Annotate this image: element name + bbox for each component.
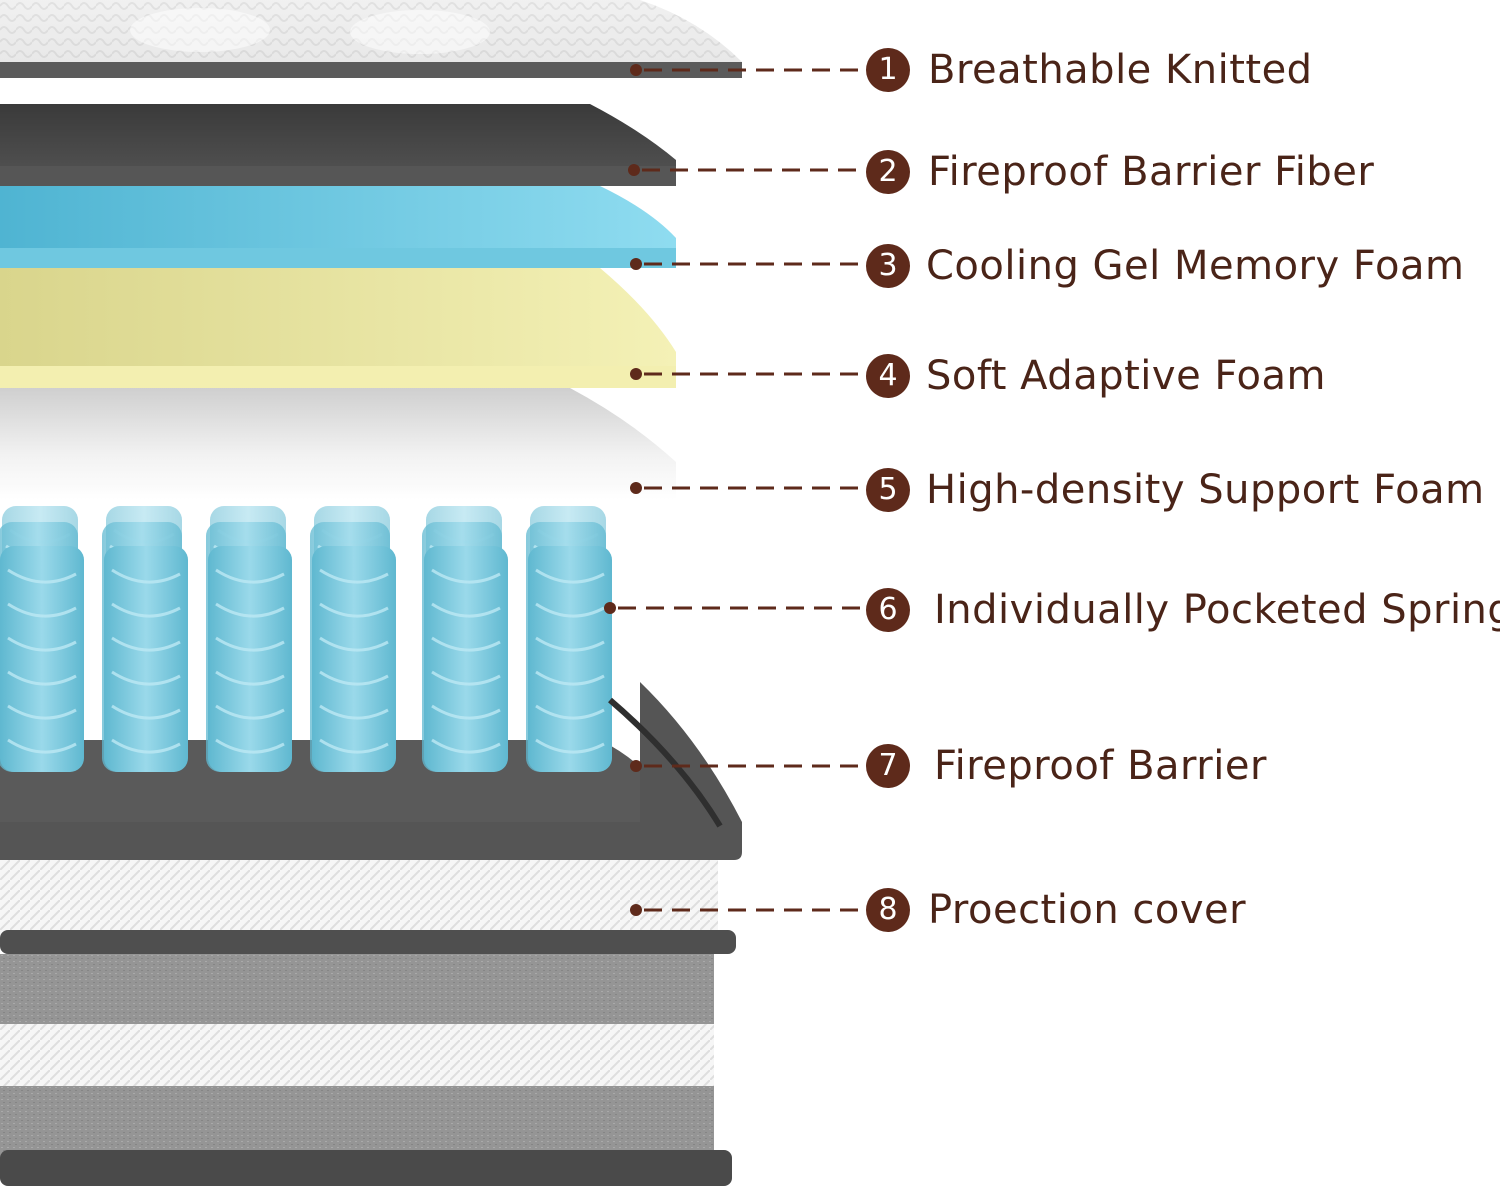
leader-line [604, 602, 866, 614]
layer-label-5: 5 High-density Support Foam [0, 460, 1500, 520]
leader-lines [604, 64, 866, 916]
layer-name: Individually Pocketed Spring [934, 587, 1500, 633]
number-badge: 7 [866, 744, 910, 788]
layer-label-4: 4 Soft Adaptive Foam [0, 346, 1500, 406]
layer-name: Breathable Knitted [928, 47, 1313, 93]
number-badge: 2 [866, 150, 910, 194]
layer-label-6: 6 Individually Pocketed Spring [0, 580, 1500, 640]
layer-name: Cooling Gel Memory Foam [926, 243, 1465, 289]
leader-line [630, 64, 866, 76]
layer-label-3: 3 Cooling Gel Memory Foam [0, 236, 1500, 296]
layer-8-protection-cover [0, 682, 742, 1186]
number-badge: 6 [866, 588, 910, 632]
spring-pocket [424, 546, 508, 772]
layer-name: Fireproof Barrier [934, 743, 1267, 789]
leader-line [630, 258, 866, 270]
number-badge: 5 [866, 468, 910, 512]
leader-line [630, 760, 866, 772]
spring-pocket [104, 546, 188, 772]
layer-label-7: 7 Fireproof Barrier [0, 736, 1500, 796]
spring-pocket [312, 546, 396, 772]
number-badge: 8 [866, 888, 910, 932]
spring-pocket [0, 546, 84, 772]
layer-5-support-foam [0, 388, 676, 500]
leader-line [630, 904, 866, 916]
layer-label-8: 8 Proection cover [0, 880, 1500, 940]
layer-3-gel-foam [0, 186, 676, 268]
layer-name: Proection cover [928, 887, 1247, 933]
layer-name: Fireproof Barrier Fiber [928, 149, 1375, 195]
spring-pocket [208, 546, 292, 772]
number-badge: 4 [866, 354, 910, 398]
layer-name: Soft Adaptive Foam [926, 353, 1326, 399]
layer-6-pocket-springs [0, 506, 612, 772]
number-badge: 1 [866, 48, 910, 92]
number-badge: 3 [866, 244, 910, 288]
layer-label-2: 2 Fireproof Barrier Fiber [0, 142, 1500, 202]
layer-label-1: 1 Breathable Knitted [0, 40, 1500, 100]
layer-1-knitted-top [0, 0, 742, 78]
layer-2-barrier-fiber [0, 104, 676, 186]
layer-4-adaptive-foam [0, 268, 676, 388]
layer-name: High-density Support Foam [926, 467, 1485, 513]
leader-line [630, 482, 866, 494]
leader-line [630, 368, 866, 380]
spring-pocket [528, 546, 612, 772]
leader-line [628, 164, 866, 176]
